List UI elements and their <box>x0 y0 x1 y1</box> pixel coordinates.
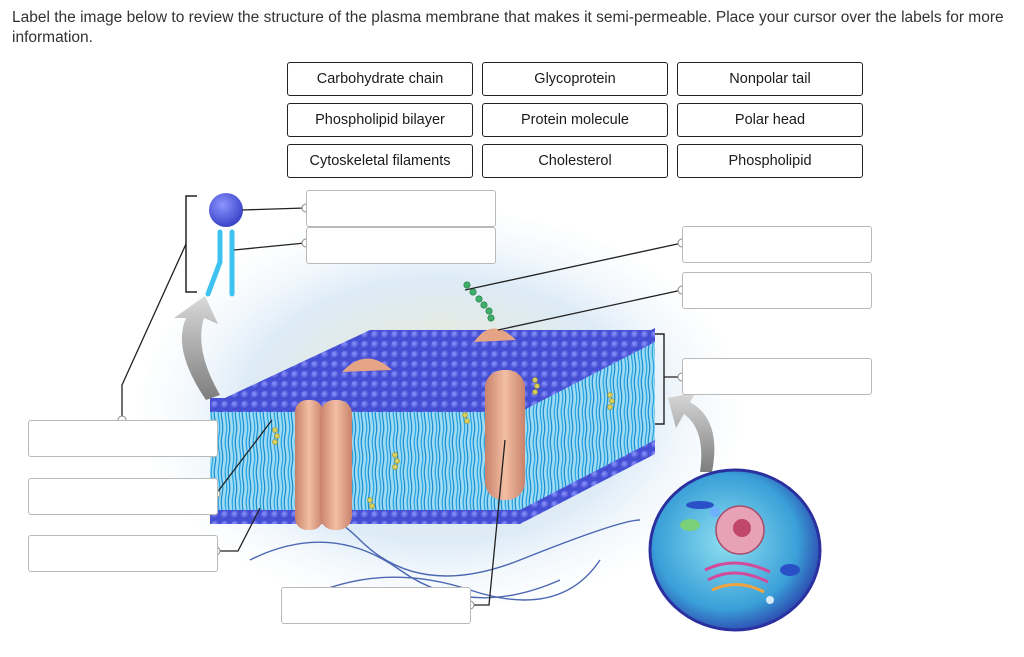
drop-target-6[interactable] <box>28 420 218 457</box>
drop-target-3[interactable] <box>682 226 872 263</box>
drop-target-8[interactable] <box>28 535 218 572</box>
bilayer-front-face <box>210 405 520 520</box>
zoom-arrow-left <box>174 296 220 400</box>
protein-peripheral <box>342 358 392 372</box>
bilayer-side-face <box>520 335 655 520</box>
drop-target-7[interactable] <box>28 478 218 515</box>
label-chip-polar-head[interactable]: Polar head <box>677 103 863 137</box>
protein-transmembrane <box>485 370 525 500</box>
bilayer-bracket <box>655 333 665 425</box>
drop-target-9[interactable] <box>281 587 471 624</box>
cholesterol-molecules <box>272 377 615 509</box>
drop-target-2[interactable] <box>306 227 496 264</box>
drop-target-4[interactable] <box>682 272 872 309</box>
label-chip-nonpolar-tail[interactable]: Nonpolar tail <box>677 62 863 96</box>
label-chip-phospholipid-bilayer[interactable]: Phospholipid bilayer <box>287 103 473 137</box>
nonpolar-tail-shape <box>205 229 223 297</box>
drop-target-1[interactable] <box>306 190 496 227</box>
bilayer-front-heads-top <box>210 398 520 412</box>
label-chip-protein-molecule[interactable]: Protein molecule <box>482 103 668 137</box>
bilayer-side-heads-top <box>520 328 655 412</box>
bilayer-side-heads-bottom <box>520 440 655 524</box>
label-chip-cytoskeletal-filaments[interactable]: Cytoskeletal filaments <box>287 144 473 178</box>
zoom-arrow-right <box>668 392 715 472</box>
label-chip-carbohydrate-chain[interactable]: Carbohydrate chain <box>287 62 473 96</box>
label-chip-glycoprotein[interactable]: Glycoprotein <box>482 62 668 96</box>
polar-head-shape <box>209 193 243 227</box>
label-chip-cholesterol[interactable]: Cholesterol <box>482 144 668 178</box>
instructions-text: Label the image below to review the stru… <box>12 9 1004 46</box>
drop-target-5[interactable] <box>682 358 872 395</box>
protein-channel <box>295 400 352 530</box>
glycoprotein-shape <box>474 328 516 342</box>
bilayer-front-heads-bottom <box>210 510 520 524</box>
cell-illustration <box>648 468 822 632</box>
label-chip-phospholipid[interactable]: Phospholipid <box>677 144 863 178</box>
carbohydrate-chain-shape <box>463 281 495 322</box>
phospholipid-inset <box>185 193 243 297</box>
